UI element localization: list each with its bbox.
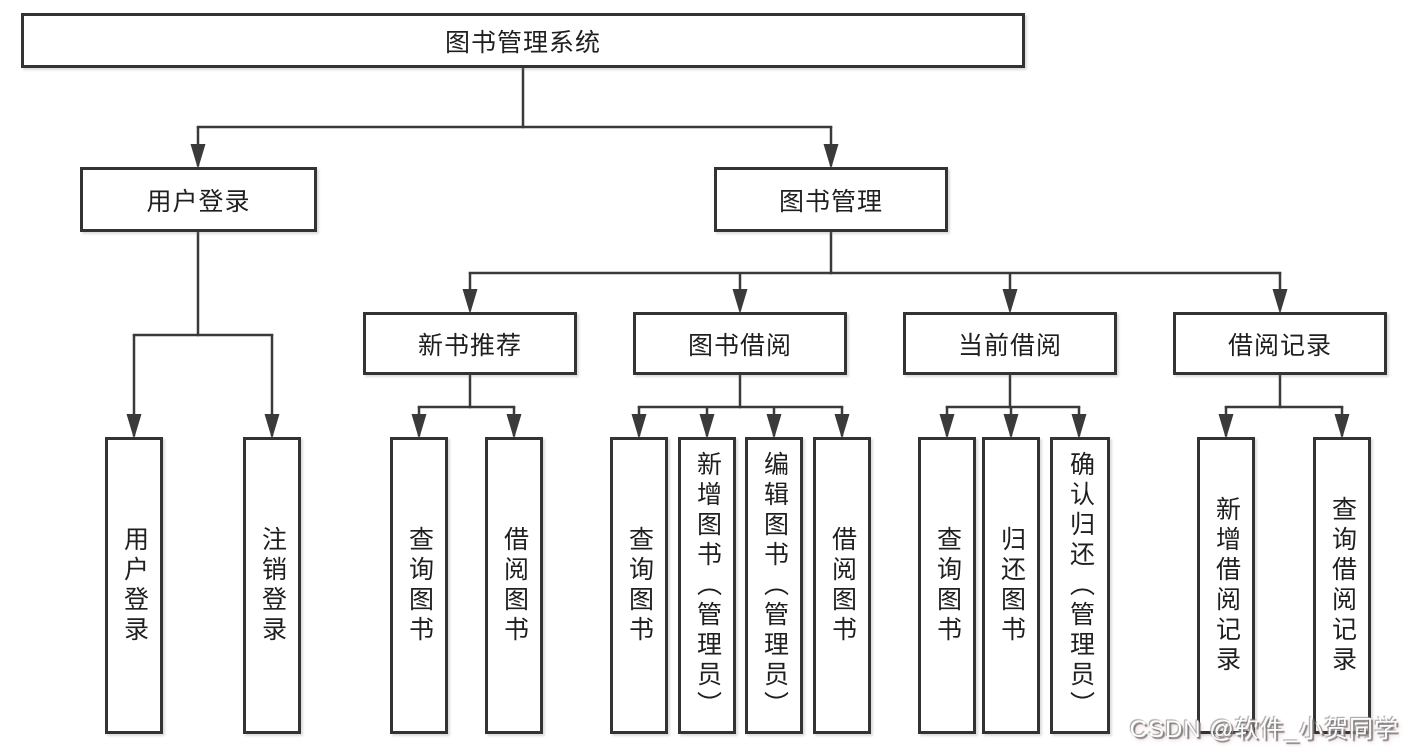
leaf-edit-book-admin-label: 编辑图书（管理员）	[760, 450, 789, 721]
node-borrow-records-label: 借阅记录	[1227, 331, 1332, 360]
leaf-logout-label: 注销登录	[258, 525, 287, 646]
leaf-logout: 注销登录	[243, 437, 301, 734]
leaf-borrow-book: 借阅图书	[813, 437, 871, 734]
node-root-label: 图书管理系统	[444, 28, 601, 57]
leaf-confirm-return-admin: 确认归还（管理员）	[1050, 437, 1110, 734]
node-user-login: 用户登录	[80, 167, 317, 232]
leaf-return-book: 归还图书	[982, 437, 1040, 734]
node-book-management: 图书管理	[714, 167, 948, 232]
leaf-add-book-admin-label: 新增图书（管理员）	[693, 450, 722, 721]
leaf-query-book-borrow-label: 查询图书	[625, 525, 654, 646]
leaf-user-login: 用户登录	[105, 437, 163, 734]
leaf-return-book-label: 归还图书	[997, 525, 1026, 646]
leaf-query-book-borrow: 查询图书	[610, 437, 668, 734]
node-book-management-label: 图书管理	[778, 187, 883, 216]
leaf-query-borrow-record-label: 查询借阅记录	[1328, 495, 1357, 676]
csdn-watermark: CSDN @软件_小贺同学	[1129, 716, 1399, 743]
leaf-edit-book-admin: 编辑图书（管理员）	[745, 437, 803, 734]
leaf-confirm-return-admin-label: 确认归还（管理员）	[1066, 450, 1095, 721]
node-user-login-label: 用户登录	[146, 187, 251, 216]
node-new-book-recommend-label: 新书推荐	[417, 331, 522, 360]
node-book-borrow: 图书借阅	[633, 312, 847, 375]
leaf-borrow-book-label: 借阅图书	[828, 525, 857, 646]
node-current-borrow: 当前借阅	[903, 312, 1117, 375]
leaf-add-book-admin: 新增图书（管理员）	[678, 437, 736, 734]
node-new-book-recommend: 新书推荐	[363, 312, 577, 375]
leaf-query-book-current: 查询图书	[918, 437, 976, 734]
leaf-query-book-current-label: 查询图书	[933, 525, 962, 646]
leaf-query-book-recommend-label: 查询图书	[405, 525, 434, 646]
leaf-add-borrow-record-label: 新增借阅记录	[1212, 495, 1241, 676]
node-root: 图书管理系统	[21, 13, 1025, 68]
leaf-borrow-book-recommend: 借阅图书	[485, 437, 543, 734]
leaf-query-book-recommend: 查询图书	[390, 437, 448, 734]
node-book-borrow-label: 图书借阅	[687, 331, 792, 360]
leaf-add-borrow-record: 新增借阅记录	[1197, 437, 1255, 734]
leaf-user-login-label: 用户登录	[120, 525, 149, 646]
node-current-borrow-label: 当前借阅	[957, 331, 1062, 360]
leaf-query-borrow-record: 查询借阅记录	[1313, 437, 1371, 734]
leaf-borrow-book-recommend-label: 借阅图书	[500, 525, 529, 646]
node-borrow-records: 借阅记录	[1173, 312, 1387, 375]
